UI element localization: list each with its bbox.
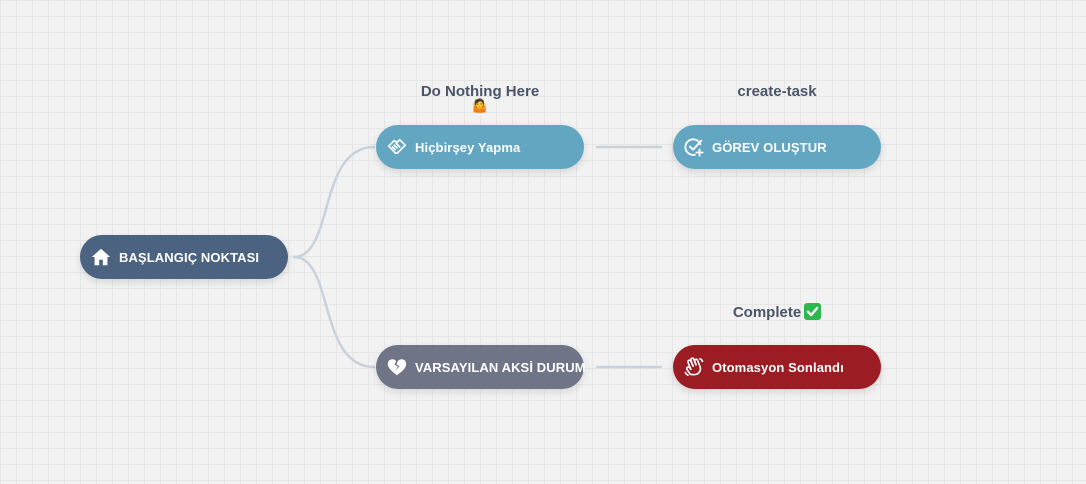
fallback-node[interactable]: VARSAYILAN AKSİ DURUM bbox=[376, 345, 586, 389]
connector-start-to-do-nothing bbox=[292, 145, 376, 259]
create-task-node-label: GÖREV OLUŞTUR bbox=[712, 139, 827, 155]
fallback-node-label: VARSAYILAN AKSİ DURUM bbox=[415, 359, 586, 375]
start-node[interactable]: BAŞLANGIÇ NOKTASI bbox=[80, 235, 288, 279]
do-nothing-node-label: Hiçbirşey Yapma bbox=[415, 139, 521, 155]
create-task-node[interactable]: GÖREV OLUŞTUR bbox=[673, 125, 881, 169]
complete-caption: Complete bbox=[673, 303, 881, 321]
home-icon bbox=[88, 244, 114, 270]
connector-start-to-fallback bbox=[292, 255, 376, 369]
do-nothing-caption-text: Do Nothing Here bbox=[420, 83, 540, 100]
waving-hand-icon bbox=[681, 354, 707, 380]
end-node[interactable]: Otomasyon Sonlandı bbox=[673, 345, 881, 389]
shrug-emoji: 🤷 bbox=[471, 98, 489, 113]
complete-caption-text: Complete bbox=[732, 304, 802, 321]
create-task-caption: create-task bbox=[673, 83, 881, 100]
do-nothing-node[interactable]: Hiçbirşey Yapma bbox=[376, 125, 584, 169]
do-nothing-caption: Do Nothing Here 🤷 bbox=[376, 83, 584, 112]
start-node-label: BAŞLANGIÇ NOKTASI bbox=[119, 249, 260, 265]
check-mark-icon bbox=[804, 303, 822, 320]
create-task-caption-text: create-task bbox=[737, 83, 817, 100]
broken-heart-icon bbox=[384, 354, 410, 380]
task-check-icon bbox=[681, 134, 707, 160]
handshake-icon bbox=[384, 134, 410, 160]
end-node-label: Otomasyon Sonlandı bbox=[712, 359, 844, 375]
